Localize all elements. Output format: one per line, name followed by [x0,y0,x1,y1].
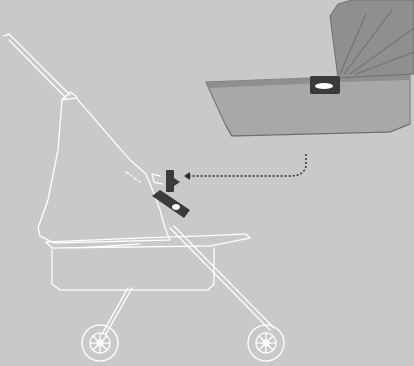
carrycot-lock-slot [315,83,333,89]
adapter-hole [172,204,180,210]
adapter-plate [166,170,174,192]
carrycot-hood [330,0,414,78]
